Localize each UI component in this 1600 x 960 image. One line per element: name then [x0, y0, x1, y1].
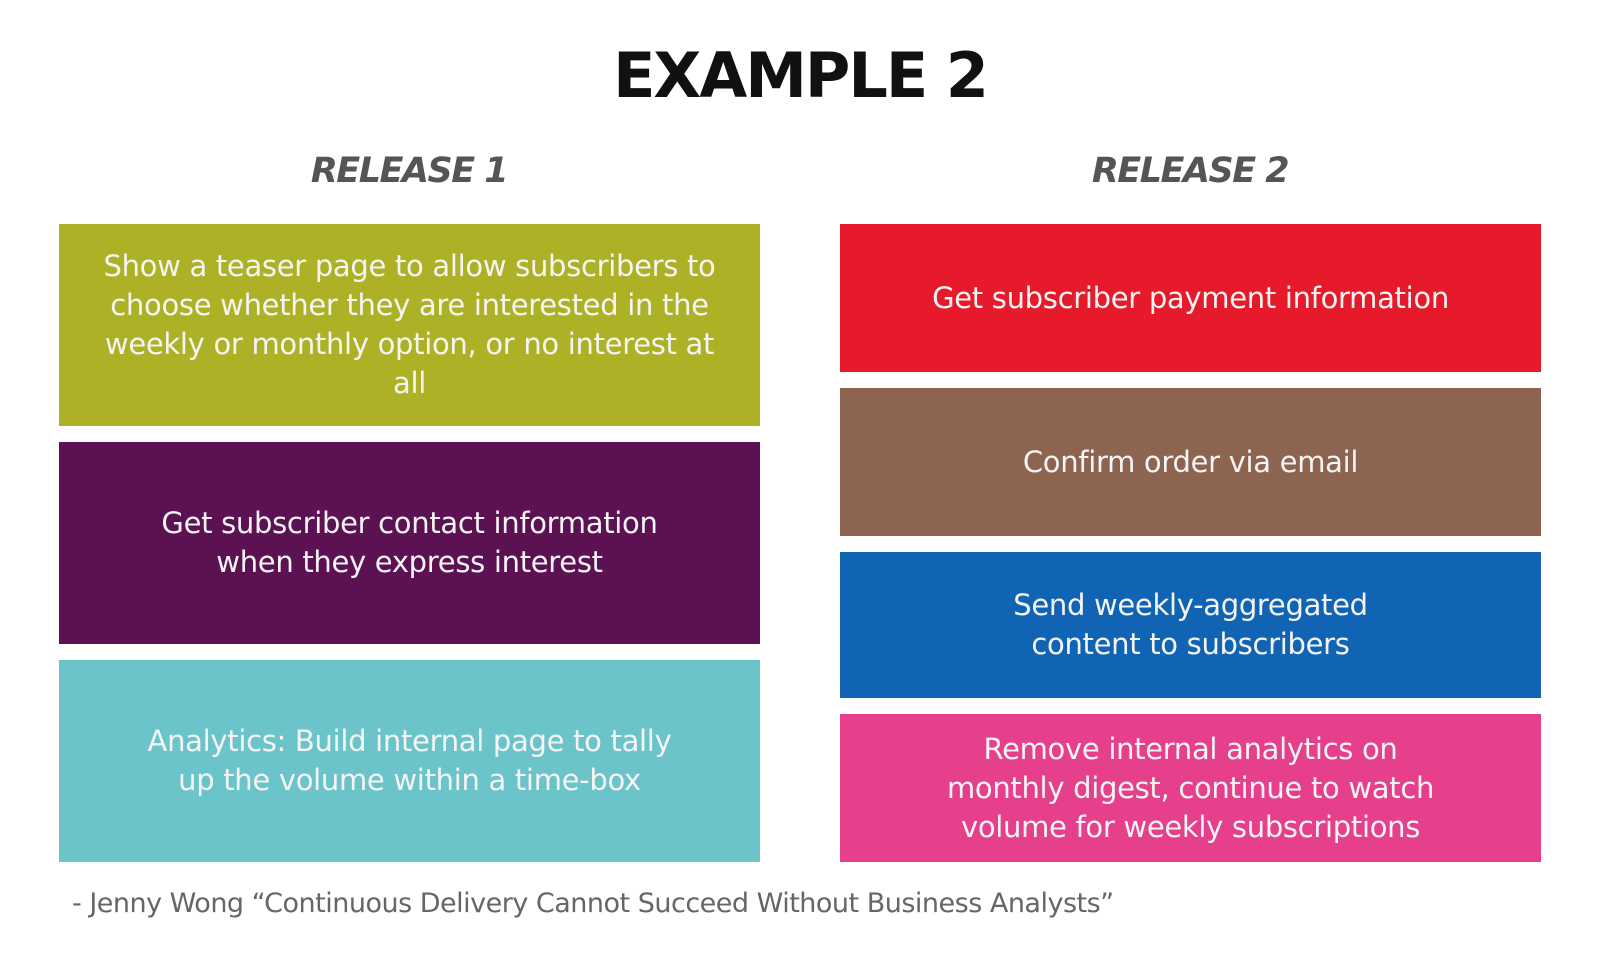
card-text: Remove internal analytics on monthly dig… [946, 731, 1435, 844]
attribution-quote: - Jenny Wong “Continuous Delivery Cannot… [72, 888, 1114, 919]
release-1-card-analytics: Analytics: Build internal page to tally … [59, 660, 760, 862]
card-text: Show a teaser page to allow subscribers … [103, 249, 716, 400]
release-2-heading: RELEASE 2 [1091, 151, 1290, 191]
release-2-card-remove-analytics: Remove internal analytics on monthly dig… [840, 714, 1541, 862]
release-2-card-weekly-content: Send weekly-aggregated content to subscr… [840, 552, 1541, 698]
release-2-card-payment-info: Get subscriber payment information [840, 224, 1541, 372]
card-text: Get subscriber payment information [932, 280, 1449, 315]
card-text: Confirm order via email [1022, 444, 1359, 479]
release-1-card-contact-info: Get subscriber contact information when … [59, 442, 760, 644]
release-1-heading: RELEASE 1 [310, 151, 509, 191]
card-text: Send weekly-aggregated content to subscr… [1013, 588, 1368, 661]
card-text: Get subscriber contact information when … [161, 506, 658, 579]
release-2-card-confirm-order: Confirm order via email [840, 388, 1541, 536]
card-text: Analytics: Build internal page to tally … [147, 724, 672, 797]
page-title: EXAMPLE 2 [613, 39, 989, 112]
release-1-card-teaser-page: Show a teaser page to allow subscribers … [59, 224, 760, 426]
